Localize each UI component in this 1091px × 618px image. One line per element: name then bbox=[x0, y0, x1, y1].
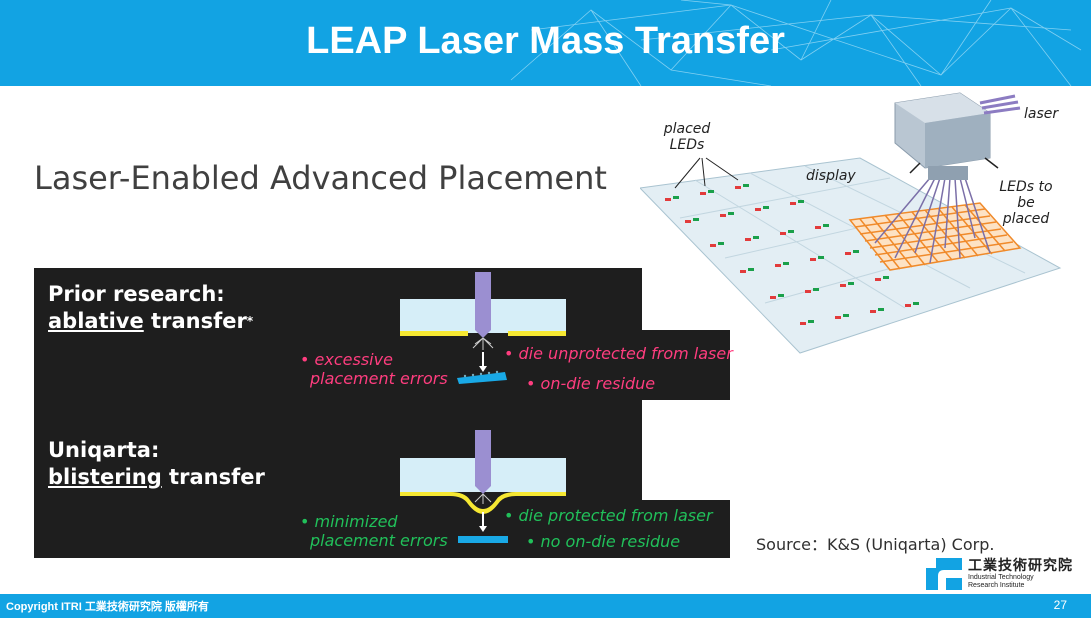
note-excessive-line1: • excessive bbox=[300, 350, 393, 369]
prior-transfer-word: transfer bbox=[143, 309, 247, 333]
prior-line2: ablative transfer* bbox=[48, 308, 253, 335]
comparison-panel-extension-lower bbox=[642, 500, 730, 558]
slide-footer: Copyright ITRI 工業技術研究院 版權所有 27 bbox=[0, 594, 1091, 618]
note-minimized-line2: placement errors bbox=[310, 531, 448, 550]
placed-leds bbox=[665, 184, 919, 325]
itri-logo-zh: 工業技術研究院 bbox=[968, 557, 1073, 573]
itri-logo: 工業技術研究院 Industrial Technology Research I… bbox=[924, 555, 1074, 593]
note-minimized-line1: • minimized bbox=[300, 512, 398, 531]
slide-subtitle: Laser-Enabled Advanced Placement bbox=[34, 159, 607, 197]
network-decoration-icon bbox=[510, 0, 1082, 86]
source-credit: Source：K&S (Uniqarta) Corp. bbox=[756, 535, 995, 554]
footnote-mark: * bbox=[246, 314, 254, 328]
itri-logo-en: Industrial Technology Research Institute bbox=[968, 574, 1068, 590]
prior-research-label: Prior research: ablative transfer* bbox=[48, 281, 253, 335]
blistering-transfer-schematic bbox=[400, 430, 566, 543]
ablative-transfer-schematic bbox=[400, 272, 566, 384]
uniqarta-line1: Uniqarta: bbox=[48, 438, 160, 462]
laser-head bbox=[894, 92, 1021, 180]
label-laser: laser bbox=[1024, 106, 1059, 122]
note-excessive-line2: placement errors bbox=[310, 369, 448, 388]
itri-logo-en-line1: Industrial Technology bbox=[968, 574, 1034, 581]
itri-logo-icon bbox=[926, 558, 962, 590]
page-number: 27 bbox=[1053, 598, 1067, 612]
label-display: display bbox=[806, 168, 856, 184]
prior-method: ablative bbox=[48, 309, 144, 333]
comparison-panel-extension bbox=[642, 330, 730, 400]
slide-title: LEAP Laser Mass Transfer bbox=[306, 20, 785, 62]
slide-header: LEAP Laser Mass Transfer bbox=[0, 0, 1091, 86]
uniqarta-line2: blistering transfer bbox=[48, 464, 265, 491]
uniqarta-label: Uniqarta: blistering transfer bbox=[48, 437, 265, 491]
uniqarta-transfer-word: transfer bbox=[161, 465, 265, 489]
note-die-unprotected: • die unprotected from laser bbox=[504, 344, 733, 363]
note-die-protected: • die protected from laser bbox=[504, 506, 713, 525]
led-display-diagram bbox=[640, 92, 1062, 354]
note-minimized-errors: • minimized placement errors bbox=[300, 512, 448, 550]
uniqarta-method: blistering bbox=[48, 465, 162, 489]
prior-line1: Prior research: bbox=[48, 282, 225, 306]
note-on-die-residue: • on-die residue bbox=[526, 374, 656, 393]
copyright-text: Copyright ITRI 工業技術研究院 版權所有 bbox=[6, 601, 209, 613]
note-excessive-errors: • excessive placement errors bbox=[300, 350, 448, 388]
itri-logo-en-line2: Research Institute bbox=[968, 582, 1025, 589]
note-no-residue: • no on-die residue bbox=[526, 532, 681, 551]
